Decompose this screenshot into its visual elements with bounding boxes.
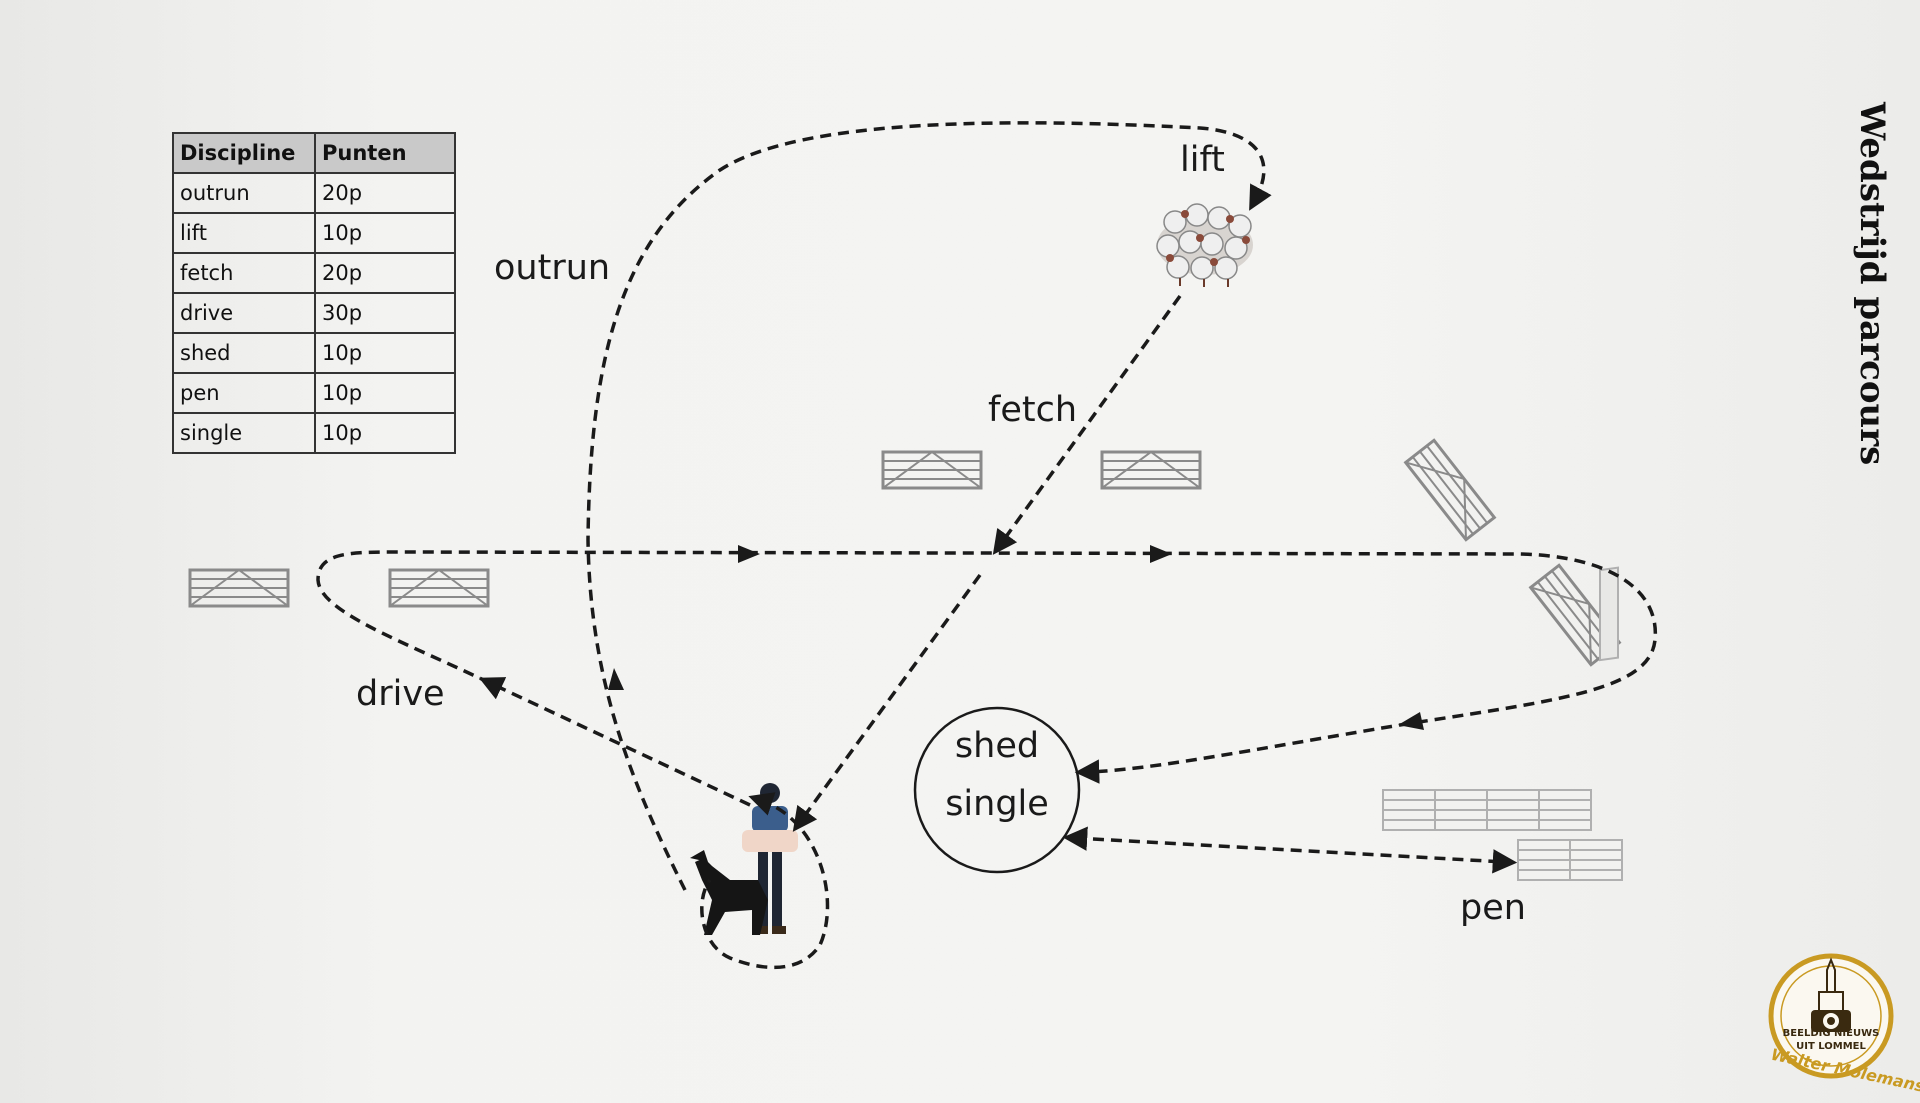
label-drive: drive: [356, 674, 445, 714]
arrowhead: [738, 545, 760, 563]
drive-loop-path: [316, 550, 1658, 784]
table-cell: 10p: [314, 372, 456, 414]
shepherd-icon: [742, 783, 798, 934]
handler-loop-path: [700, 792, 830, 970]
label-pen: pen: [1460, 888, 1526, 928]
table-header-row: Discipline Punten: [172, 132, 456, 174]
outrun-path: [586, 121, 1272, 891]
sheep-flock-icon: [1156, 203, 1253, 287]
photographer-logo-icon: [1768, 953, 1894, 1079]
table-cell: 10p: [314, 332, 456, 374]
course-paths: [316, 121, 1658, 970]
pen-path: [1062, 826, 1518, 874]
logo-text-line2: UIT LOMMEL: [1796, 1041, 1866, 1052]
label-fetch: fetch: [988, 390, 1078, 430]
label-lift: lift: [1180, 140, 1225, 180]
logo-text-line1: BEELDIG NIEUWS: [1782, 1028, 1880, 1039]
table-cell: 20p: [314, 172, 456, 214]
table-cell: pen: [172, 372, 316, 414]
table-cell: shed: [172, 332, 316, 374]
table-cell: 30p: [314, 292, 456, 334]
table-cell: outrun: [172, 172, 316, 214]
gate-icon: [1404, 438, 1496, 542]
arrowhead: [608, 668, 624, 690]
table-cell: lift: [172, 212, 316, 254]
label-shed: shed: [954, 726, 1040, 766]
arrowhead: [1150, 545, 1172, 563]
table-header-points: Punten: [314, 132, 456, 174]
table-cell: 10p: [314, 412, 456, 454]
shed-single-circle: [913, 706, 1081, 874]
drive-path: [478, 677, 751, 807]
table-cell: 20p: [314, 252, 456, 294]
fetch-path: [992, 294, 1182, 555]
gate-icon: [881, 450, 983, 490]
direction-arrows: [608, 545, 1424, 730]
gate-icon: [388, 568, 490, 608]
page-title: Wedstrijd parcours: [1852, 102, 1892, 466]
table-cell: drive: [172, 292, 316, 334]
label-single: single: [945, 784, 1049, 824]
gate-icon: [1100, 450, 1202, 490]
fetch-path-lower: [792, 573, 982, 832]
pen-enclosure-icon: [1382, 566, 1623, 881]
table-cell: 10p: [314, 212, 456, 254]
dog-icon: [690, 850, 768, 935]
table-header-discipline: Discipline: [172, 132, 316, 174]
gate-icon: [188, 568, 290, 608]
table-cell: single: [172, 412, 316, 454]
label-outrun: outrun: [494, 248, 611, 288]
arrowhead: [1398, 712, 1424, 730]
table-cell: fetch: [172, 252, 316, 294]
